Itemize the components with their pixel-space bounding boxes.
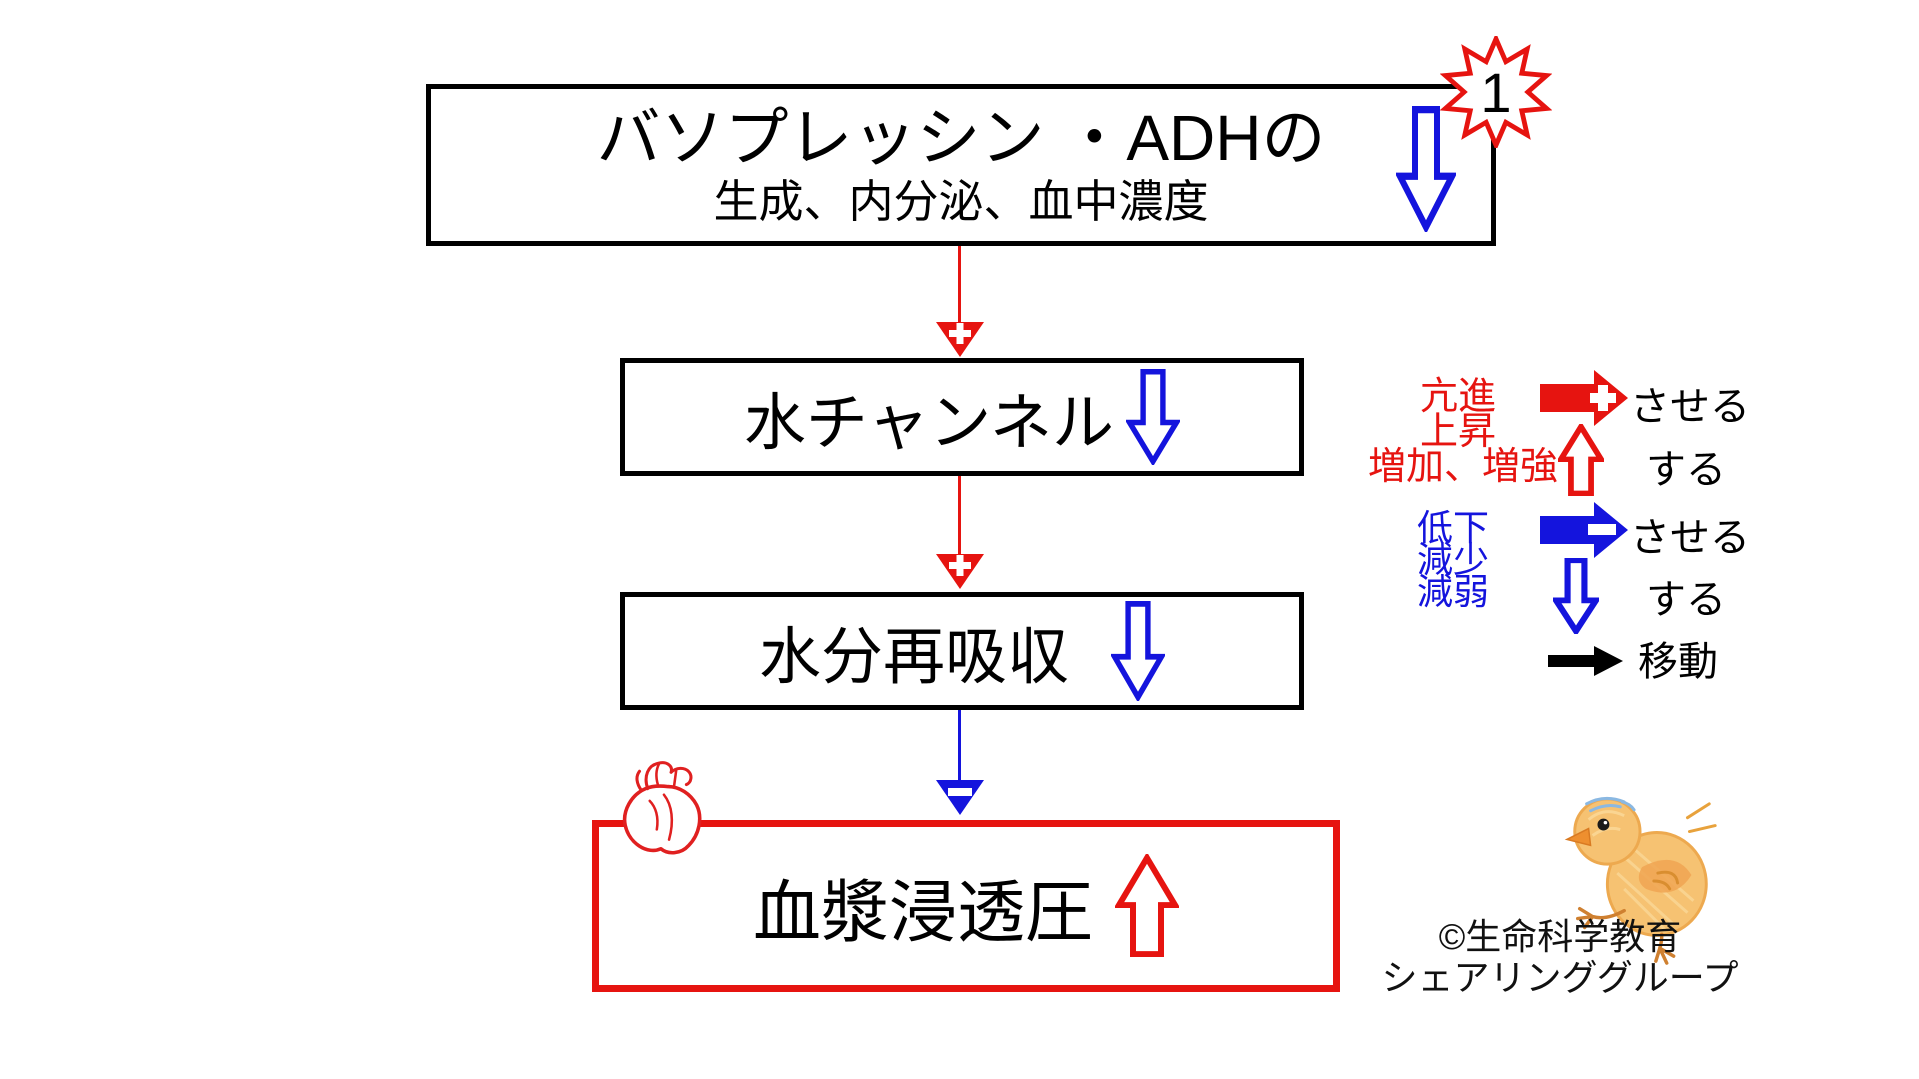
- legend-decrease-label-2: 減少: [1417, 539, 1490, 580]
- decrease-arrow-icon: [1111, 601, 1165, 701]
- box-adh: バソプレッシン ・ADHの 生成、内分泌、血中濃度: [426, 84, 1496, 246]
- box-adh-subtitle: 生成、内分泌、血中濃度: [713, 176, 1209, 227]
- legend-decrease-label-1: 低下: [1417, 507, 1490, 548]
- box-water-reabsorption: 水分再吸収: [620, 592, 1304, 710]
- connector-line: [958, 476, 961, 556]
- legend-decrease-label-3: 減弱: [1417, 571, 1490, 612]
- legend-decrease-cause-arrow-icon: [1538, 500, 1630, 560]
- box-plasma-osmolality: 血漿浸透圧: [592, 820, 1340, 992]
- legend-increase-do-arrow-icon: [1558, 424, 1604, 496]
- legend-increase-labels: 亢進 上昇 増加、増強: [1368, 376, 1559, 488]
- decrease-arrow-icon: [1126, 369, 1181, 465]
- legend-decrease-cause-label: させる: [1630, 516, 1750, 560]
- credit: ©生命科学教育 シェアリンググループ: [1370, 916, 1750, 998]
- legend-decrease-do-label: する: [1646, 578, 1726, 622]
- box-water-channel-title: 水チャンネル: [743, 389, 1115, 458]
- decrease-arrow-icon: [1396, 106, 1456, 232]
- credit-line1: ©生命科学教育: [1438, 916, 1682, 957]
- legend-increase-label-2: 上昇: [1419, 411, 1496, 453]
- box-water-channel: 水チャンネル: [620, 358, 1304, 476]
- box-adh-title: バソプレッシン ・ADHの: [596, 102, 1326, 174]
- legend-move-arrow-icon: [1548, 646, 1624, 676]
- legend-increase-label-3: 増加、増強: [1368, 446, 1559, 488]
- legend-decrease-labels: 低下 減少 減弱: [1417, 507, 1490, 612]
- starburst-number: 1: [1480, 60, 1512, 124]
- minus-arrowhead-icon: [935, 780, 985, 816]
- connector-line: [958, 246, 961, 324]
- increase-arrow-icon: [1115, 854, 1179, 958]
- chick-illustration: [1562, 790, 1722, 968]
- legend-increase-label-1: 亢進: [1419, 376, 1496, 418]
- legend-move-label: 移動: [1638, 640, 1718, 684]
- legend-increase-cause-arrow-icon: [1538, 368, 1630, 428]
- plus-arrowhead-icon: [935, 322, 985, 358]
- box-water-reabsorption-title: 水分再吸収: [758, 623, 1069, 692]
- starburst-badge: 1: [1440, 36, 1552, 148]
- legend-decrease-do-arrow-icon: [1553, 558, 1599, 634]
- legend-increase-cause-label: させる: [1630, 385, 1750, 429]
- credit-line2: シェアリンググループ: [1381, 957, 1739, 998]
- plus-arrowhead-icon: [935, 554, 985, 590]
- legend-increase-do-label: する: [1646, 448, 1726, 492]
- connector-line: [958, 710, 961, 782]
- box-plasma-osmolality-title: 血漿浸透圧: [752, 874, 1093, 951]
- heart-icon: [612, 756, 720, 860]
